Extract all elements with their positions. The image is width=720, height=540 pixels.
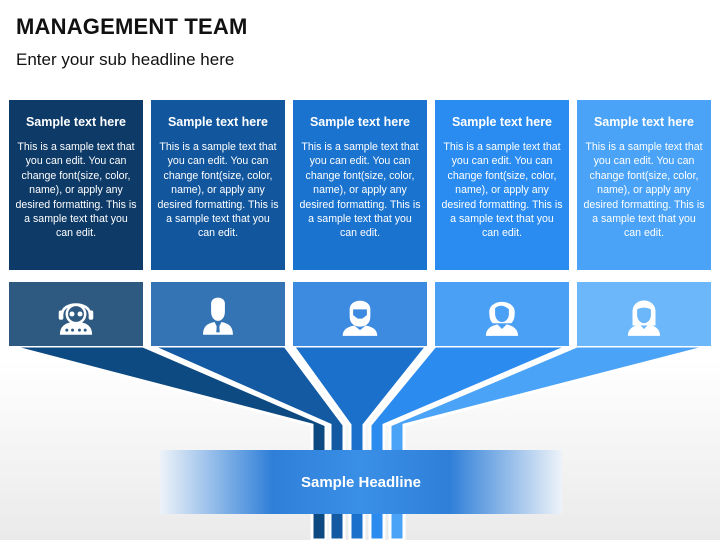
card-body: This is a sample text that you can edit.… — [441, 141, 563, 240]
card-1: Sample text here This is a sample text t… — [9, 100, 143, 270]
stream-3 — [290, 344, 431, 540]
woman-long-hair-icon — [627, 300, 661, 336]
avatar-4 — [435, 282, 569, 346]
card-heading: Sample text here — [593, 115, 695, 129]
card-heading: Sample text here — [167, 115, 269, 129]
avatar-2 — [151, 282, 285, 346]
stream-4 — [368, 344, 570, 540]
card-4: Sample text here This is a sample text t… — [435, 100, 569, 270]
stream-1 — [8, 344, 328, 540]
avatar-3 — [293, 282, 427, 346]
avatar-5 — [577, 282, 711, 346]
man-beard-icon — [342, 300, 378, 336]
stream-group — [8, 344, 712, 540]
card-body: This is a sample text that you can edit.… — [583, 141, 705, 240]
stream-2 — [150, 344, 346, 540]
man-suit-icon — [203, 297, 233, 335]
card-5: Sample text here This is a sample text t… — [577, 100, 711, 270]
card-2: Sample text here This is a sample text t… — [151, 100, 285, 270]
woman-headset-icon — [58, 303, 94, 335]
woman-short-hair-icon — [485, 301, 519, 336]
card-body: This is a sample text that you can edit.… — [157, 141, 279, 240]
headline-bar — [160, 450, 562, 514]
card-3: Sample text here This is a sample text t… — [293, 100, 427, 270]
card-body: This is a sample text that you can edit.… — [299, 141, 421, 240]
card-body: This is a sample text that you can edit.… — [15, 141, 137, 240]
stream-5 — [388, 344, 712, 540]
headline-label: Sample Headline — [300, 473, 422, 491]
page-subtitle: Enter your sub headline here — [16, 50, 235, 69]
card-heading: Sample text here — [25, 115, 127, 129]
page-title: MANAGEMENT TEAM — [16, 14, 248, 39]
card-heading: Sample text here — [309, 115, 411, 129]
avatar-1 — [9, 282, 143, 346]
card-heading: Sample text here — [451, 115, 553, 129]
